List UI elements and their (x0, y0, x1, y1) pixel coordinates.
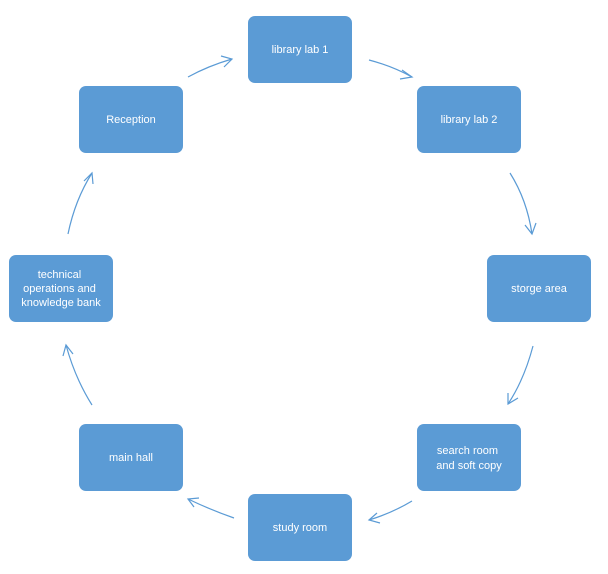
arrow-main-hall-to-technical-operations (62, 343, 93, 406)
node-label: study room (273, 522, 327, 534)
node-study-room: study room (248, 494, 352, 561)
node-main-hall: main hall (79, 424, 183, 491)
node-label: library lab 2 (441, 114, 498, 126)
arrow-library-lab-2-to-storge-area (509, 172, 537, 236)
node-label: storge area (511, 283, 568, 295)
node-label: technical operations and knowledge bank (21, 269, 101, 309)
node-storge-area: storge area (487, 255, 591, 322)
arrow-storge-area-to-search-room (507, 345, 534, 406)
node-label: library lab 1 (272, 44, 329, 56)
nodes: library lab 1 library lab 2 storge area … (9, 16, 591, 561)
node-technical-operations: technical operations and knowledge bank (9, 255, 113, 322)
arrow-technical-operations-to-reception (67, 171, 94, 235)
node-search-room: search room and soft copy (417, 424, 521, 491)
arrow-study-room-to-main-hall (186, 497, 235, 519)
node-label: search room and soft copy (436, 445, 502, 472)
node-label: main hall (109, 452, 153, 464)
arrow-library-lab-1-to-library-lab-2 (368, 59, 414, 80)
connectors (62, 55, 537, 524)
arrow-reception-to-library-lab-1 (187, 55, 234, 78)
node-label: Reception (106, 114, 156, 126)
node-reception: Reception (79, 86, 183, 153)
node-library-lab-1: library lab 1 (248, 16, 352, 83)
arrow-search-room-to-study-room (367, 500, 413, 524)
node-library-lab-2: library lab 2 (417, 86, 521, 153)
